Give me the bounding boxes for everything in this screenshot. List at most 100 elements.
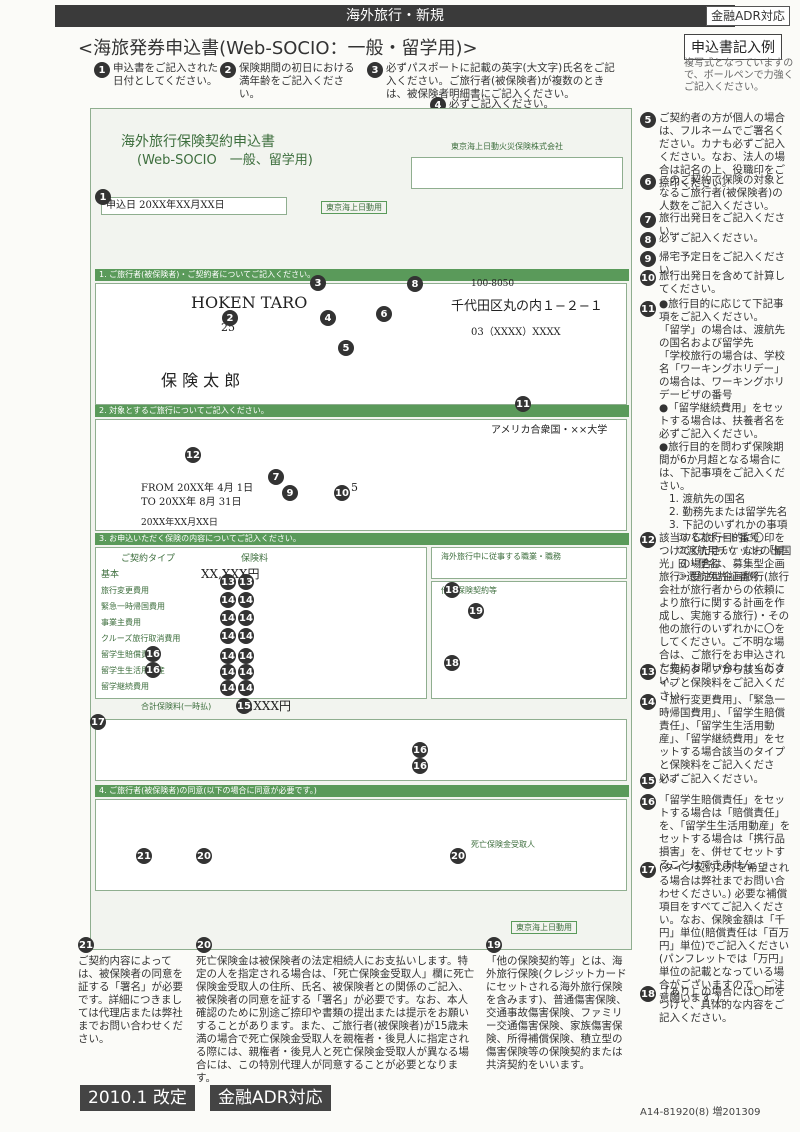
premium-label: 保険料 (241, 554, 269, 564)
annotation-11f: 1. 渡航先の国名 (669, 493, 746, 505)
annotation-3: 必ずパスポートに記載の英字(大文字)氏名をご記入ください。ご旅行者(被保険者)が… (386, 62, 615, 100)
annotation-16: 「留学生賠償責任」をセットする場合は「賠償責任」を、「留学生生活用動産」をセット… (659, 794, 791, 871)
marker-4b: 4 (320, 310, 336, 326)
annotation-11e: ●旅行目的を問わず保険期間が6か月超となる場合には、下記事項をご記入ください。 (659, 441, 785, 492)
period-to: TO 20XX年 8月 31日 (141, 497, 242, 508)
marker-5b: 5 (338, 340, 354, 356)
marker-14i: 14 (238, 648, 254, 664)
marker-8: 8 (640, 232, 656, 248)
section-3-header: 3. お申込いただく保険の内容についてご記入ください。 (95, 533, 629, 545)
row-emergency-return: 緊急一時帰国費用 (101, 602, 165, 611)
marker-14g: 14 (238, 628, 254, 644)
marker-6: 6 (640, 174, 656, 190)
marker-20: 20 (196, 937, 212, 953)
marker-18: 18 (640, 986, 656, 1002)
row-cruise: クルーズ旅行取消費用 (101, 634, 181, 643)
sample-label: 申込書記入例 (684, 34, 782, 60)
total-premium: X,XXX円 (241, 699, 291, 713)
marker-10b: 10 (334, 485, 350, 501)
annotation-11j: ②渡航用チケットの出国日・便名 (677, 545, 792, 570)
marker-9: 9 (640, 251, 656, 267)
work-label: 海外旅行中に従事する職業・職務 (441, 552, 561, 561)
marker-19: 19 (486, 937, 502, 953)
section-1-box (95, 283, 627, 405)
section-4-header: 4. ご旅行者(被保険者)の同意(以下の場合に同意が必要です。) (95, 785, 629, 797)
marker-16c: 16 (145, 662, 161, 678)
tokio-stamp-label-2: 東京海上日動用 (511, 921, 577, 934)
row-study-continue: 留学継続費用 (101, 682, 149, 691)
annotation-15: 必ずご記入ください。 (659, 773, 764, 785)
marker-14: 14 (640, 694, 656, 710)
section-4-box (95, 799, 627, 891)
marker-21b: 21 (136, 848, 152, 864)
marker-18b: 18 (444, 582, 460, 598)
marker-12: 12 (640, 532, 656, 548)
marker-18c: 18 (444, 655, 460, 671)
marker-14j: 14 (220, 664, 236, 680)
annotation-12: 該当する旅行目的に〇印をつけてください。なお「観光」の場合は、募集型企画旅行・受… (659, 532, 790, 687)
marker-14c: 14 (238, 592, 254, 608)
marker-14f: 14 (220, 628, 236, 644)
marker-13: 13 (640, 664, 656, 680)
annotation-4: 必ずご記入ください。 (449, 98, 554, 110)
marker-3b: 3 (310, 275, 326, 291)
marker-21: 21 (78, 937, 94, 953)
row-student-liability: 留学生賠償責任 (101, 650, 157, 659)
marker-3: 3 (367, 62, 383, 78)
annotation-7: 旅行出発日をご記入ください。 (659, 212, 785, 237)
other-contract-box (431, 581, 627, 699)
beneficiary-label: 死亡保険金受取人 (471, 840, 535, 849)
revised-tag: 2010.1 改定 (80, 1085, 195, 1111)
form-subheading: (Web-SOCIO 一般、留学用) (137, 153, 313, 168)
name-kanji: 保 険 太 郎 (161, 371, 241, 390)
marker-1: 1 (94, 62, 110, 78)
marker-16: 16 (640, 794, 656, 810)
marker-9b: 9 (282, 485, 298, 501)
postal-code: 100-8050 (471, 279, 515, 289)
annotation-5: ご契約者の方が個人の場合は、フルネームでご署名ください。カナも必ずご記入ください… (659, 112, 785, 189)
section-1-header: 1. ご旅行者(被保険者)・ご契約者についてご記入ください。 (95, 269, 629, 281)
tokio-stamp-label: 東京海上日動用 (321, 201, 387, 214)
annotation-6: このご契約で保険の対象となるご旅行者(被保険者)の人数をご記入ください。 (659, 174, 785, 212)
annotation-21: ご契約内容によっては、被保険者の同意を証する「署名」が必要です。詳細につきまして… (78, 955, 183, 1045)
marker-2: 2 (220, 62, 236, 78)
marker-1b: 1 (95, 189, 111, 205)
marker-14m: 14 (238, 680, 254, 696)
annotation-8: 必ずご記入ください。 (659, 232, 764, 244)
adr-tag: 金融ADR対応 (210, 1085, 331, 1111)
annotation-20: 死亡保険金は被保険者の法定相続人にお支払いします。特定の人を指定される場合は、「… (196, 955, 475, 1084)
address: 千代田区丸の内１−２−１ (451, 299, 603, 314)
marker-19b: 19 (468, 603, 484, 619)
marker-11b: 11 (515, 396, 531, 412)
annotation-11i: ①パスポート番号 (677, 532, 760, 544)
marker-5: 5 (640, 112, 656, 128)
annotation-19: 「他の保険契約等」とは、海外旅行保険(クレジットカードにセットされる海外旅行保険… (486, 955, 627, 1071)
marker-13c: 13 (238, 574, 254, 590)
row-student-property: 留学生生活用動産 (101, 666, 165, 675)
coverage-table (95, 719, 627, 781)
annotation-9: 帰宅予定日をご記入ください。 (659, 251, 785, 276)
marker-7: 7 (640, 212, 656, 228)
marker-20b: 20 (196, 848, 212, 864)
annotation-11b: 「留学」の場合は、渡航先の国名および留学先 (659, 324, 785, 349)
marker-13b: 13 (220, 574, 236, 590)
annotation-11k: ③還航免許証番号 (677, 571, 760, 583)
section-2-header: 2. 対象とするご旅行についてご記入ください。 (95, 405, 629, 417)
adr-badge: 金融ADR対応 (706, 6, 790, 26)
marker-16e: 16 (412, 758, 428, 774)
name-roman: HOKEN TARO (191, 293, 308, 312)
annotation-18: 「あり」の場合には〇印をつけて、具体的な内容をご記入ください。 (659, 986, 785, 1024)
type-label: ご契約タイプ (121, 554, 176, 564)
total-label: 合計保険料(一時払) (141, 702, 212, 711)
annotation-11d: ●「留学継続費用」をセットする場合は、扶養者名を必ずご記入ください。 (659, 402, 785, 440)
annotation-14: 「旅行変更費用」、「緊急一時帰国費用」、「留学生賠償責任」、「留学生生活用動産」… (659, 694, 785, 784)
section-2-box (95, 419, 627, 531)
marker-12b: 12 (185, 447, 201, 463)
period-from: FROM 20XX年 4月 1日 (141, 483, 254, 494)
annotation-11h: 3. 下記のいずれかの事項 (669, 519, 788, 531)
marker-11: 11 (640, 301, 656, 317)
marker-14d: 14 (220, 610, 236, 626)
agent-code-box (411, 157, 623, 189)
marker-14e: 14 (238, 610, 254, 626)
section-3-box (95, 547, 427, 699)
